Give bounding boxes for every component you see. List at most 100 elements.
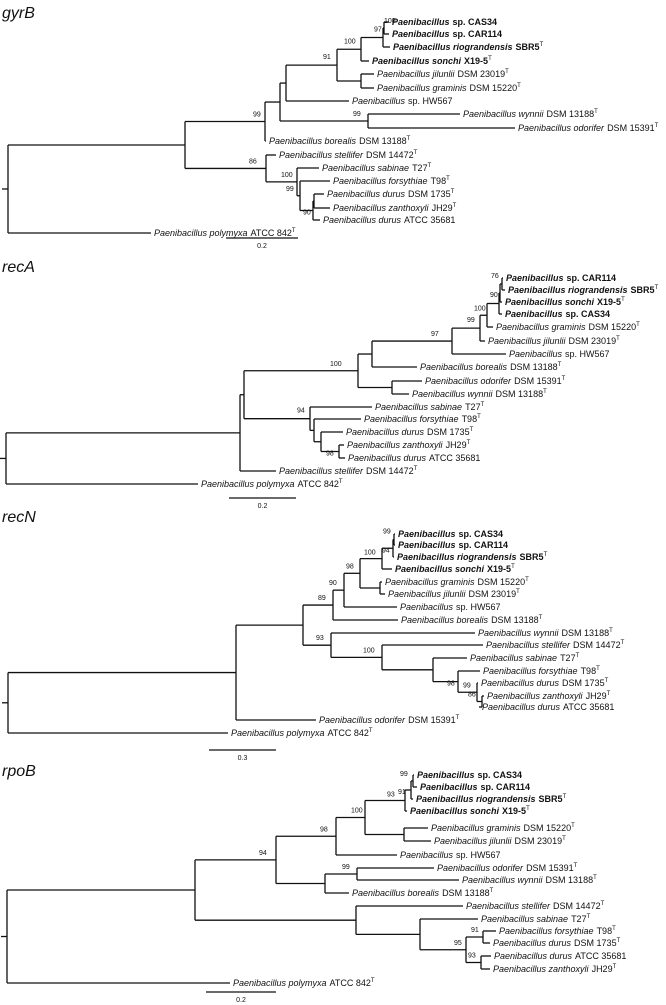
type-strain-mark: T: [539, 615, 543, 621]
type-strain-mark: T: [636, 322, 640, 328]
type-strain-mark: T: [609, 628, 613, 634]
taxon-strain: JH29: [592, 964, 613, 974]
taxon-strain: ATCC 35681: [575, 951, 626, 961]
taxon-genus: Paenibacillus odorifer: [437, 863, 524, 873]
taxon-strain: DSM 15220: [524, 823, 572, 833]
taxon-strain: X19-5: [597, 297, 621, 307]
type-strain-mark: T: [612, 926, 616, 932]
taxon-strain: T98: [462, 414, 478, 424]
bootstrap-value: 99: [463, 682, 471, 689]
taxon-genus: Paenibacillus riograndensis: [397, 552, 517, 562]
bootstrap-value: 86: [468, 692, 476, 699]
taxon-genus: Paenibacillus: [506, 273, 564, 283]
taxon-strain: DSM 13188: [496, 389, 544, 399]
taxon-genus: Paenibacillus riograndensis: [416, 794, 536, 804]
type-strain-mark: T: [511, 564, 515, 570]
bootstrap-value: 99: [383, 529, 391, 536]
taxon-strain: DSM 23019: [469, 589, 517, 599]
type-strain-mark: T: [587, 914, 591, 920]
taxon-strain: DSM 1735: [562, 678, 605, 688]
taxon-strain: DSM 15391: [607, 123, 655, 133]
taxon-strain: DSM 23019: [458, 69, 506, 79]
taxon-strain: DSM 14472: [573, 640, 621, 650]
type-strain-mark: T: [605, 678, 609, 684]
taxon-genus: Paenibacillus polymyxa: [233, 978, 327, 988]
bootstrap-value: 99: [400, 771, 408, 778]
taxon-strain: DSM 1735: [574, 938, 617, 948]
taxon-genus: Paenibacillus: [392, 17, 450, 27]
taxon-strain: ATCC 35681: [563, 702, 614, 712]
type-strain-mark: T: [453, 203, 457, 209]
type-strain-mark: T: [526, 806, 530, 812]
taxon-strain: DSM 13188: [359, 136, 407, 146]
type-strain-mark: T: [543, 389, 547, 395]
taxon-genus: Paenibacillus graminis: [496, 322, 586, 332]
bootstrap-value: 97: [374, 27, 382, 34]
taxon-strain: ATCC 842: [251, 228, 292, 238]
taxon-genus: Paenibacillus sonchi: [505, 297, 595, 307]
bootstrap-value: 99: [253, 112, 261, 119]
bootstrap-value: 93: [387, 792, 395, 799]
taxon-genus: Paenibacillus durus: [346, 427, 425, 437]
taxon-strain: SBR5: [631, 285, 655, 295]
taxon-genus: Paenibacillus forsythiae: [333, 176, 428, 186]
type-strain-mark: T: [451, 189, 455, 195]
type-strain-mark: T: [574, 863, 578, 869]
taxon-strain: T98: [581, 666, 597, 676]
taxon-genus: Paenibacillus odorifer: [425, 376, 512, 386]
taxon-genus: Paenibacillus durus: [482, 702, 561, 712]
taxon-genus: Paenibacillus wynnii: [412, 389, 494, 399]
taxon-strain: DSM 13188: [546, 875, 594, 885]
taxon-genus: Paenibacillus zanthoxyli: [333, 203, 430, 213]
bootstrap-value: 100: [281, 172, 293, 179]
taxon-genus: Paenibacillus borealis: [269, 136, 357, 146]
recn-title: recN: [2, 509, 36, 526]
bootstrap-value: 99: [467, 317, 475, 324]
type-strain-mark: T: [414, 150, 418, 156]
taxon-strain: sp. HW567: [565, 349, 610, 359]
taxon-genus: Paenibacillus: [505, 309, 563, 319]
type-strain-mark: T: [490, 888, 494, 894]
taxon-genus: Paenibacillus polymyxa: [154, 228, 248, 238]
taxon-strain: JH29: [446, 440, 467, 450]
